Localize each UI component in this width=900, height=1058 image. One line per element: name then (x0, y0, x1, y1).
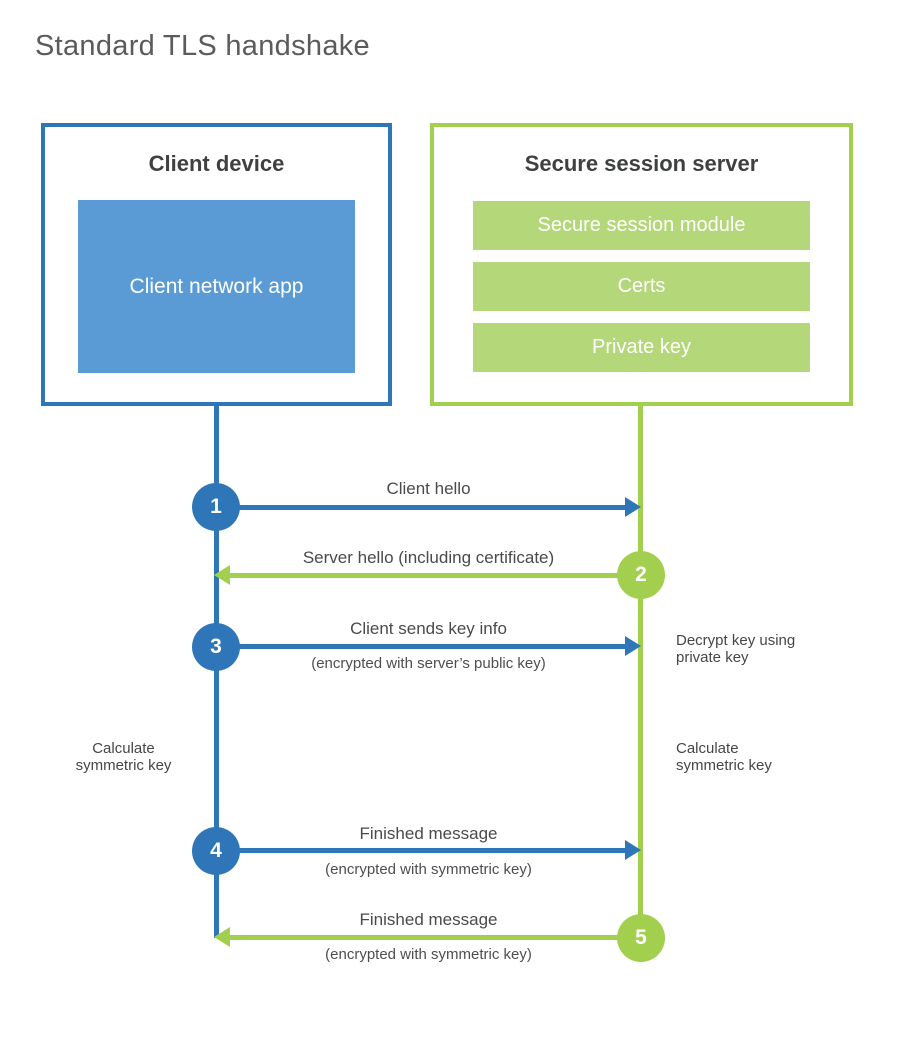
arrowhead-client-hello (625, 497, 641, 517)
arrowhead-client-key-info (625, 636, 641, 656)
client-network-app-block: Client network app (78, 200, 355, 373)
arrow-server-hello (229, 573, 641, 578)
server-module-certs: Certs (473, 262, 810, 311)
step-circle-5: 5 (617, 914, 665, 962)
client-lifeline (214, 406, 219, 938)
step-circle-4: 4 (192, 827, 240, 875)
label-server-hello: Server hello (including certificate) (302, 548, 555, 567)
note-decrypt-key-line2: private key (676, 649, 749, 666)
sublabel-finished-client: (encrypted with symmetric key) (325, 861, 532, 878)
note-calc-symmetric-key-client: Calculate symmetric key (60, 740, 187, 774)
client-device-title: Client device (148, 151, 285, 176)
arrow-client-hello (216, 505, 627, 510)
note-calc-server-line2: symmetric key (676, 757, 772, 774)
client-device-box: Client device Client network app (41, 123, 392, 406)
arrowhead-server-hello (214, 565, 230, 585)
arrowhead-finished-client (625, 840, 641, 860)
label-finished-server: Finished message (359, 910, 498, 929)
arrowhead-finished-server (214, 927, 230, 947)
label-client-key-info: Client sends key info (350, 619, 507, 638)
label-client-hello: Client hello (386, 479, 471, 498)
arrow-finished-client (216, 848, 627, 853)
note-decrypt-key: Decrypt key using private key (676, 632, 795, 666)
step-circle-1: 1 (192, 483, 240, 531)
note-calc-client-line2: symmetric key (75, 757, 172, 774)
server-module-private-key: Private key (473, 323, 810, 372)
step-circle-3: 3 (192, 623, 240, 671)
note-calc-symmetric-key-server: Calculate symmetric key (676, 740, 772, 774)
server-lifeline (638, 406, 643, 938)
label-finished-client: Finished message (359, 824, 498, 843)
client-network-app-label: Client network app (129, 274, 304, 298)
arrow-finished-server (229, 935, 641, 940)
note-decrypt-key-line1: Decrypt key using (676, 632, 796, 649)
step-circle-2: 2 (617, 551, 665, 599)
secure-session-server-title: Secure session server (524, 151, 759, 176)
note-calc-server-line1: Calculate (676, 740, 739, 757)
sublabel-client-key-info: (encrypted with server’s public key) (311, 655, 546, 672)
arrow-client-key-info (216, 644, 627, 649)
secure-session-server-box: Secure session server Secure session mod… (430, 123, 853, 406)
note-calc-client-line1: Calculate (92, 740, 155, 757)
page-title: Standard TLS handshake (35, 30, 370, 62)
server-module-secure-session-module: Secure session module (473, 201, 810, 250)
sublabel-finished-server: (encrypted with symmetric key) (325, 946, 532, 963)
